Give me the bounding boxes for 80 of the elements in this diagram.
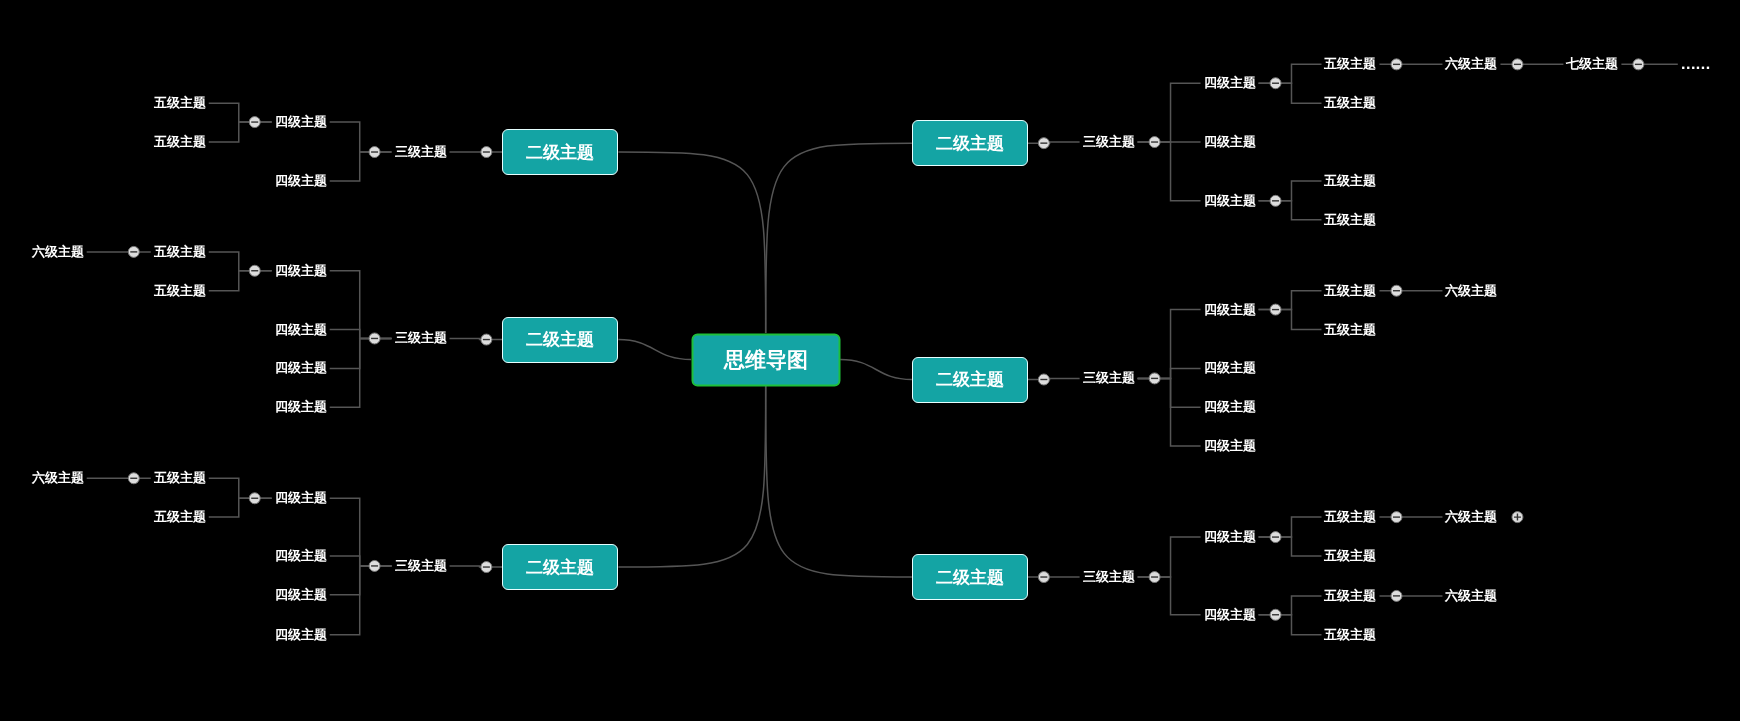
topic-label: 五级主题 [1321,53,1380,76]
connector-line [617,338,692,361]
topic-label: 四级主题 [1200,396,1259,419]
topic-label: 五级主题 [150,506,209,529]
topic-label: 六级主题 [1442,53,1501,76]
topic-label: 五级主题 [150,240,209,263]
topic-label: 三级主题 [391,141,450,163]
topic-label: 四级主题 [1200,298,1259,321]
topic-label: 四级主题 [1200,435,1259,458]
topic-label: 五级主题 [1321,623,1380,646]
topic-label: 四级主题 [1200,526,1259,549]
connector-line [1136,576,1202,616]
central-topic-box: 思维导图 [691,333,841,387]
topic-label: 四级主题 [271,623,330,646]
topic-label: 四级主题 [1200,72,1259,95]
topic-label: 六级主题 [28,240,87,263]
topic-label: 四级主题 [1200,357,1259,380]
connector-line [208,121,273,143]
topic-label: 四级主题 [271,169,330,192]
connector-line [1378,290,1444,292]
topic-label: 六级主题 [1442,506,1501,529]
topic-label: 四级主题 [271,544,330,567]
topic-label: 五级主题 [150,131,209,154]
topic-label: 七级主题 [1563,53,1622,76]
topic-label: 三级主题 [1079,566,1138,589]
topic-label: 四级主题 [271,259,330,282]
connector-line [1257,82,1323,104]
connector-line [764,142,913,334]
connector-line [1378,595,1444,597]
connector-line [328,337,393,408]
topic-label: 五级主题 [1321,92,1380,115]
topic-label: 五级主题 [150,279,209,302]
topic-label: ...... [1677,54,1714,74]
topic-label: 五级主题 [1321,544,1380,567]
connector-line [1257,200,1323,221]
connector-line [328,151,393,182]
topic-label: 三级主题 [1079,367,1138,390]
topic-box: 二级主题 [911,554,1028,601]
connector-line [1378,63,1444,66]
topic-label: 五级主题 [150,467,209,490]
topic-label: 四级主题 [1200,131,1259,154]
topic-label: 五级主题 [1321,169,1380,192]
connector-line [839,358,913,381]
topic-box: 二级主题 [502,129,619,175]
topic-label: 四级主题 [271,318,330,341]
topic-label: 六级主题 [1442,584,1501,607]
connector-line [1378,516,1444,518]
topic-label: 三级主题 [1079,131,1138,154]
topic-label: 六级主题 [1442,279,1501,302]
connector-line [1136,141,1202,202]
topic-label: 四级主题 [271,396,330,419]
connector-line [1257,308,1323,331]
connector-line [1620,63,1679,66]
topic-label: 四级主题 [271,111,330,134]
topic-label: 五级主题 [1321,279,1380,302]
connector-line [1136,377,1202,447]
connector-line [1257,614,1323,636]
topic-label: 五级主题 [1321,208,1380,231]
connector-line [328,565,393,636]
connector-line [208,497,273,518]
topic-box: 二级主题 [502,316,619,363]
connector-line [764,385,913,578]
topic-label: 四级主题 [1200,189,1259,212]
topic-label: 四级主题 [271,583,330,606]
topic-label: 四级主题 [271,487,330,510]
topic-box: 二级主题 [911,356,1028,403]
topic-label: 四级主题 [1200,603,1259,626]
topic-label: 四级主题 [271,357,330,380]
connector-line [1257,536,1323,557]
topic-box: 二级主题 [502,544,619,591]
connector-line [1499,63,1565,66]
topic-box: 二级主题 [911,120,1028,167]
topic-label: 三级主题 [391,327,450,350]
topic-label: 三级主题 [391,554,450,577]
topic-label: 六级主题 [28,467,87,490]
topic-label: 五级主题 [1321,584,1380,607]
topic-label: 五级主题 [1321,318,1380,341]
connector-line [208,270,273,292]
topic-label: 五级主题 [1321,506,1380,529]
topic-label: 五级主题 [150,92,209,115]
